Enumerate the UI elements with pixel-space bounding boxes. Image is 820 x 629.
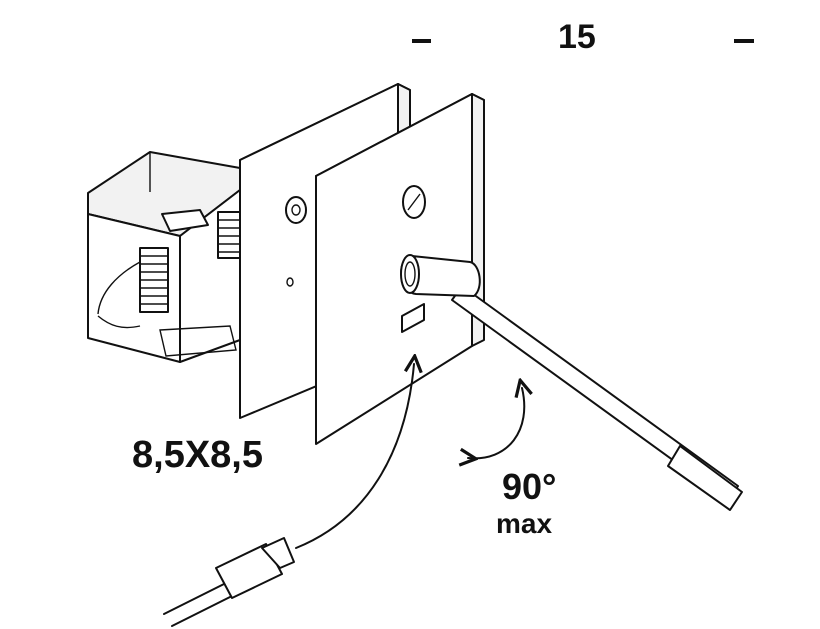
panel-size-label: 8,5X8,5 (132, 434, 263, 476)
dimension-tick-left (412, 39, 431, 43)
spring-clip-left (97, 247, 169, 315)
angle-label: 90° (502, 466, 557, 507)
dimension-tick-right (734, 39, 754, 43)
usb-cable (163, 364, 414, 627)
rotation-arrow (468, 388, 524, 458)
angle-qualifier-label: max (496, 508, 553, 539)
reading-light-arm (400, 254, 743, 511)
dimension-label: 15 (558, 18, 596, 56)
